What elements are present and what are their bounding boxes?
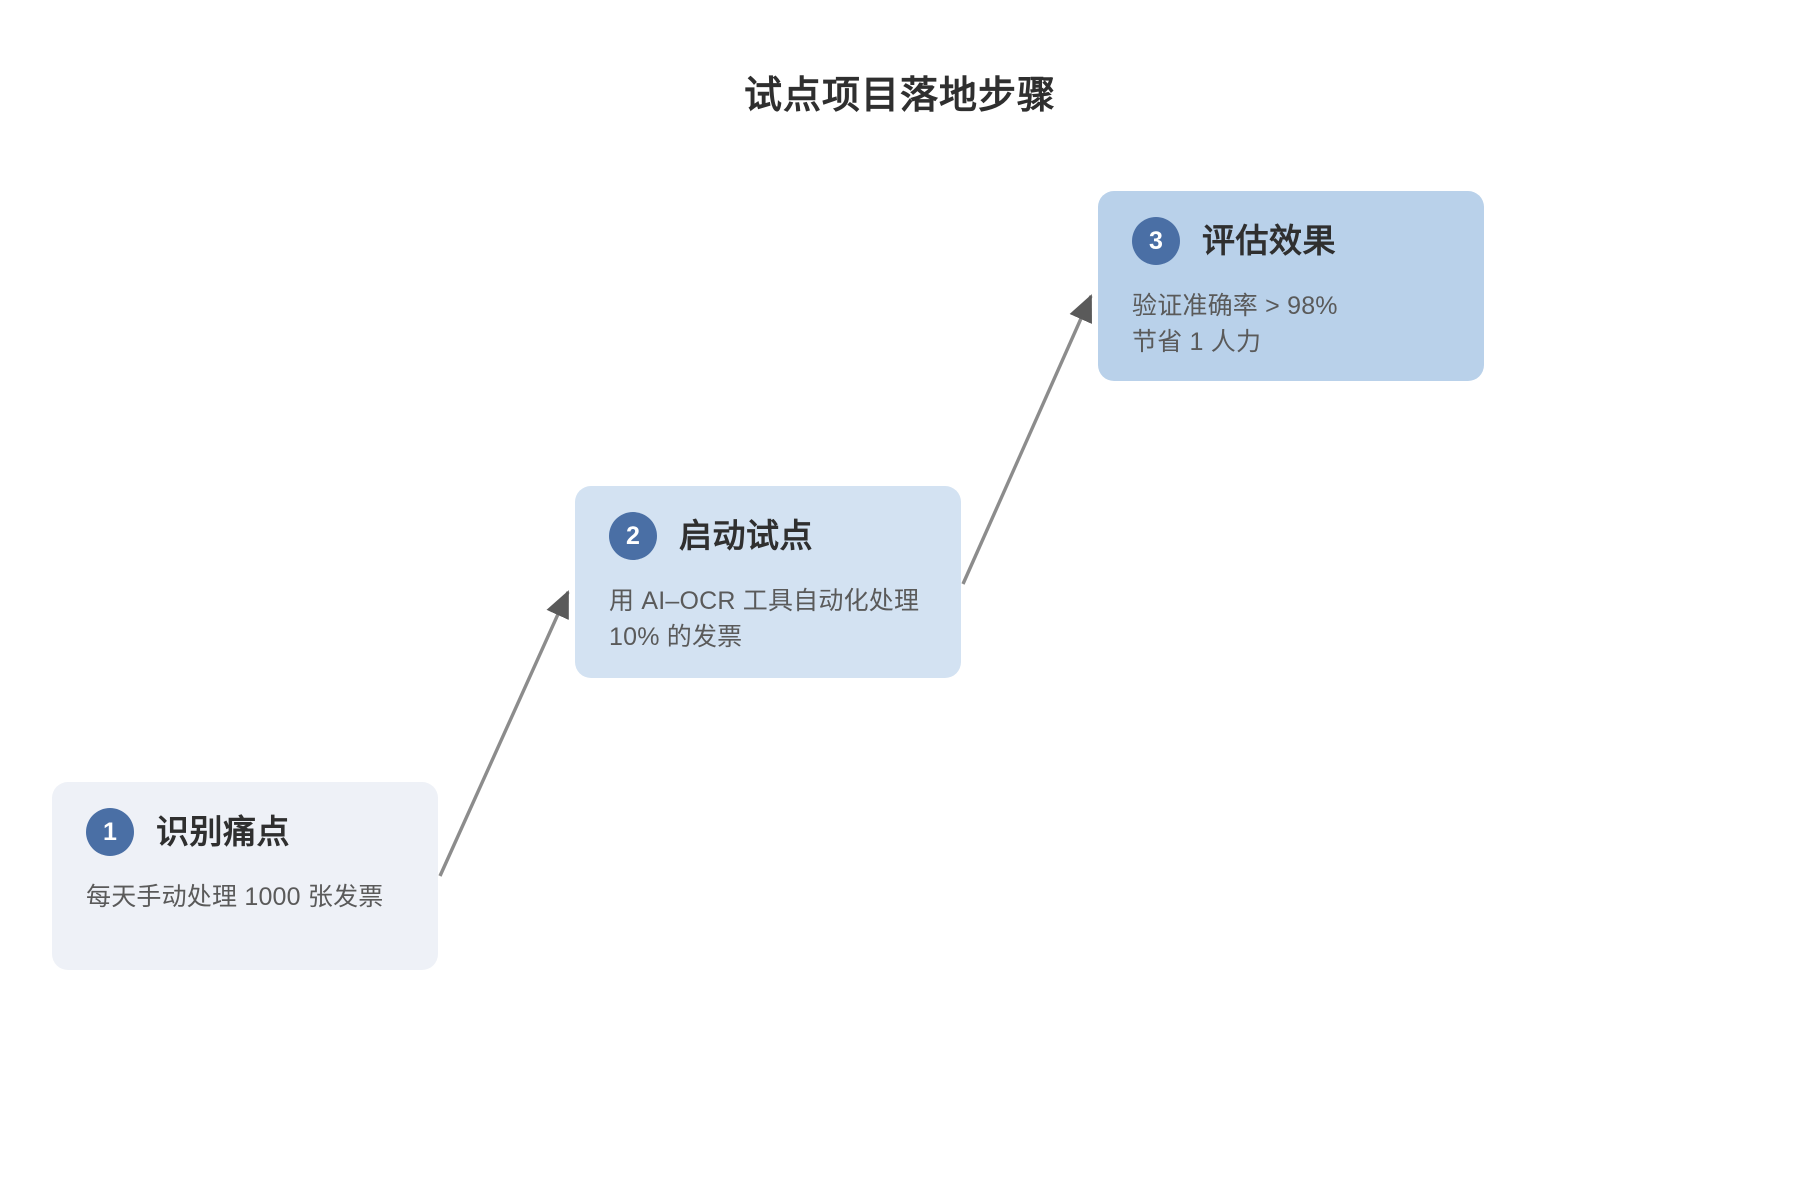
step-description-3: 验证准确率 > 98% 节省 1 人力 bbox=[1132, 292, 1338, 356]
page-title: 试点项目落地步骤 bbox=[743, 75, 1056, 117]
step-title-2: 启动试点 bbox=[679, 517, 813, 555]
step-card-2-header: 2 启动试点 bbox=[609, 512, 927, 560]
step-card-3-header: 3 评估效果 bbox=[1132, 217, 1450, 265]
step-number-badge-1: 1 bbox=[86, 808, 134, 856]
step-card-2[interactable]: 2 启动试点 用 AI–OCR 工具自动化处理 10% 的发票 bbox=[575, 486, 961, 678]
step-title-1: 识别痛点 bbox=[156, 813, 290, 851]
step-description-2: 用 AI–OCR 工具自动化处理 10% 的发票 bbox=[609, 587, 920, 651]
step-title-3: 评估效果 bbox=[1202, 222, 1336, 260]
step-card-1[interactable]: 1 识别痛点 每天手动处理 1000 张发票 bbox=[52, 782, 438, 970]
step-card-1-header: 1 识别痛点 bbox=[86, 808, 404, 856]
step-number-badge-2: 2 bbox=[609, 512, 657, 560]
connector-1-to-2 bbox=[438, 590, 570, 877]
step-number-badge-3: 3 bbox=[1132, 217, 1180, 265]
connector-2-to-3 bbox=[961, 294, 1093, 585]
step-card-3[interactable]: 3 评估效果 验证准确率 > 98% 节省 1 人力 bbox=[1098, 191, 1484, 381]
step-description-1: 每天手动处理 1000 张发票 bbox=[86, 883, 384, 911]
